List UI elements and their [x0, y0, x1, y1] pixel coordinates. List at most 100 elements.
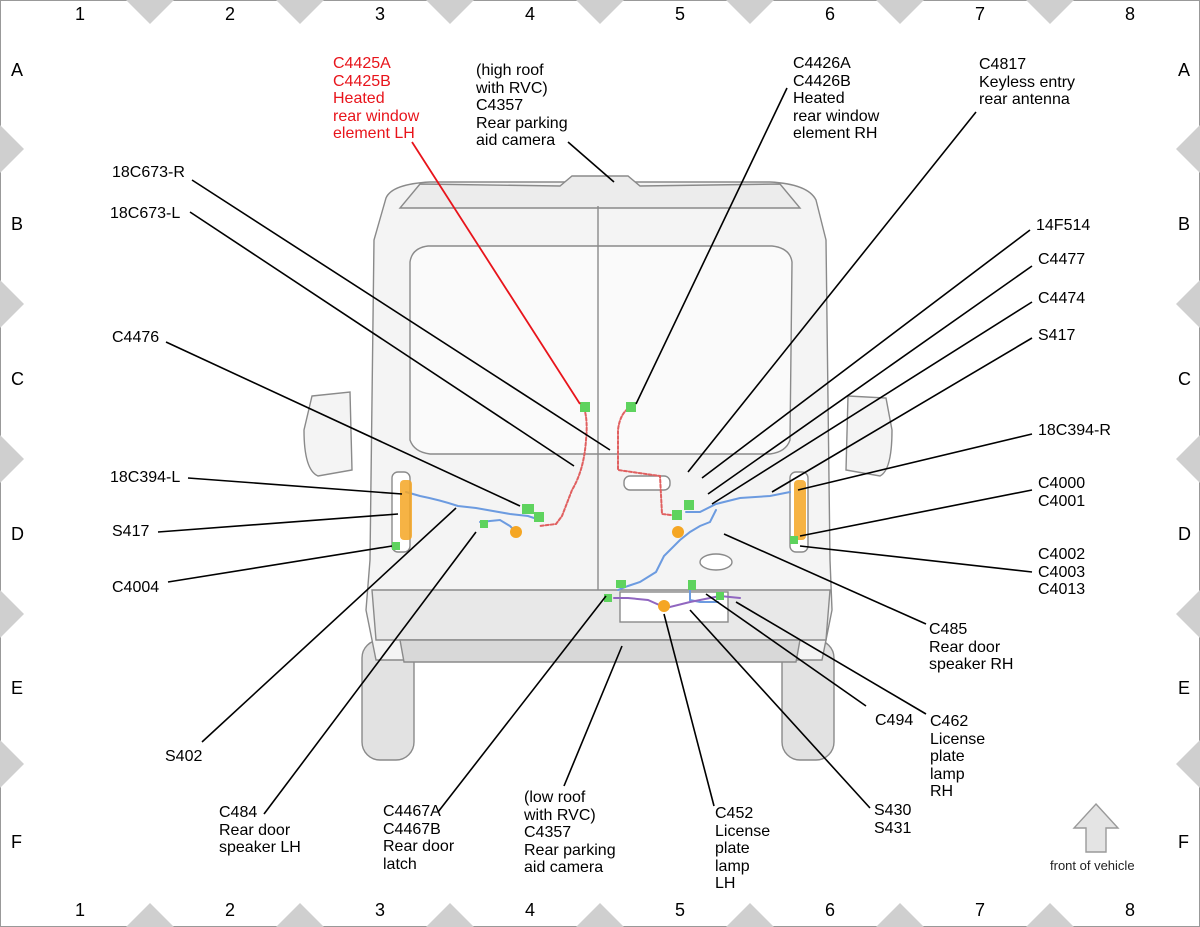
border-marker [1176, 435, 1200, 483]
label-c4817: C4817 Keyless entry rear antenna [979, 56, 1076, 108]
callout-line-c4002 [799, 545, 1033, 573]
grid-row-label: D [11, 524, 24, 544]
label-c4357-low-roof: (low roof with RVC) C4357 Rear parking a… [524, 789, 616, 876]
callout-line-18c673r [191, 179, 611, 451]
callout-line-c4004 [167, 545, 393, 583]
vehicle-rear-view [303, 175, 893, 761]
connector-c4467 [480, 520, 488, 528]
callout-line-s402 [201, 507, 457, 743]
label-c4467: C4467A C4467B Rear door latch [383, 803, 455, 873]
grid-column-label: 1 [75, 4, 86, 24]
border-marker [726, 903, 774, 927]
callout-line-c485 [723, 533, 927, 625]
lamp-harness-left [400, 480, 412, 540]
callout-line-c4426 [635, 87, 788, 405]
connector-c4004 [392, 542, 400, 550]
label-c4474: C4474 [1038, 290, 1086, 307]
grid-column-label: 6 [825, 900, 836, 920]
label-s402: S402 [165, 748, 203, 765]
grid-row-label: A [1178, 60, 1191, 80]
wire-red-left [539, 407, 588, 527]
grid-column-label: 4 [525, 4, 536, 24]
label-s417-right: S417 [1038, 327, 1076, 344]
border-marker [0, 125, 24, 173]
label-s417-left: S417 [112, 523, 150, 540]
connector-c452 [658, 600, 670, 612]
left-mirror [303, 391, 353, 477]
connector-c485 [672, 526, 684, 538]
grid-row-label: B [11, 214, 24, 234]
right-mirror [845, 395, 893, 477]
callout-line-s417-l [157, 513, 399, 533]
border-marker [1026, 903, 1074, 927]
grid-row-label: F [11, 832, 22, 852]
label-c4477: C4477 [1038, 251, 1086, 268]
border-marker [576, 903, 624, 927]
label-c462: C462 License plate lamp RH [930, 713, 986, 800]
callout-line-c452 [663, 613, 715, 807]
callout-line-18c673l [189, 211, 575, 467]
callout-line-c4817 [687, 111, 977, 473]
grid-row-label: D [1178, 524, 1191, 544]
roof-spoiler [398, 175, 802, 209]
grid-column-label: 7 [975, 900, 986, 920]
border-marker [0, 740, 24, 788]
connector-c4467-latch [604, 594, 612, 602]
connector-c462 [716, 592, 724, 600]
grid-row-label: E [11, 678, 24, 698]
callout-line-c4000 [799, 489, 1033, 537]
label-18c394-l: 18C394-L [110, 469, 181, 486]
border-marker [126, 0, 174, 24]
grid-column-label: 1 [75, 900, 86, 920]
grid-column-label: 3 [375, 4, 386, 24]
grid-column-label: 5 [675, 900, 686, 920]
grid-row-label: A [11, 60, 24, 80]
connectors [392, 402, 806, 612]
connector-c4426 [626, 402, 636, 412]
border-marker [1176, 740, 1200, 788]
label-c452: C452 License plate lamp LH [715, 805, 771, 892]
border-marker [126, 903, 174, 927]
callout-line-c4357-high [567, 141, 615, 183]
label-c4002: C4002 C4003 C4013 [1038, 546, 1086, 598]
label-18c673-l: 18C673-L [110, 205, 181, 222]
front-of-vehicle-arrow-icon [1072, 802, 1120, 853]
callout-line-c4425 [411, 141, 581, 405]
lamp-harness-right [794, 480, 806, 540]
connector-c4357-low [616, 580, 626, 588]
border-marker [876, 0, 924, 24]
grid-column-label: 6 [825, 4, 836, 24]
border-marker [426, 903, 474, 927]
border-marker [576, 0, 624, 24]
front-of-vehicle-label: front of vehicle [1050, 858, 1135, 873]
connector-18c673 [534, 512, 544, 522]
border-marker [1176, 280, 1200, 328]
callout-line-c4467 [437, 595, 607, 813]
label-s430: S430 S431 [874, 802, 912, 837]
grid-row-label: E [1178, 678, 1191, 698]
grid-column-label: 8 [1125, 4, 1136, 24]
border-marker [276, 0, 324, 24]
label-c4004: C4004 [112, 579, 160, 596]
connector-c4002 [790, 536, 798, 544]
connector-c4476 [522, 504, 534, 514]
label-c4426: C4426A C4426B Heated rear window element… [793, 55, 880, 142]
grid-column-label: 3 [375, 900, 386, 920]
callout-lines [157, 87, 1033, 815]
connector-c4425 [580, 402, 590, 412]
label-14f514: 14F514 [1036, 217, 1091, 234]
grid-column-label: 2 [225, 4, 236, 24]
grid-row-label: C [1178, 369, 1191, 389]
border-marker [1176, 590, 1200, 638]
callout-line-18c394r [797, 433, 1033, 491]
label-c4357-high-roof: (high roof with RVC) C4357 Rear parking … [476, 62, 568, 149]
grid-row-label: B [1178, 214, 1191, 234]
callout-line-c4474 [711, 301, 1033, 505]
wire-left-harness [405, 491, 541, 521]
label-18c394-r: 18C394-R [1038, 422, 1111, 439]
label-c4476: C4476 [112, 329, 160, 346]
grid-column-label: 2 [225, 900, 236, 920]
door-handle [623, 475, 671, 491]
